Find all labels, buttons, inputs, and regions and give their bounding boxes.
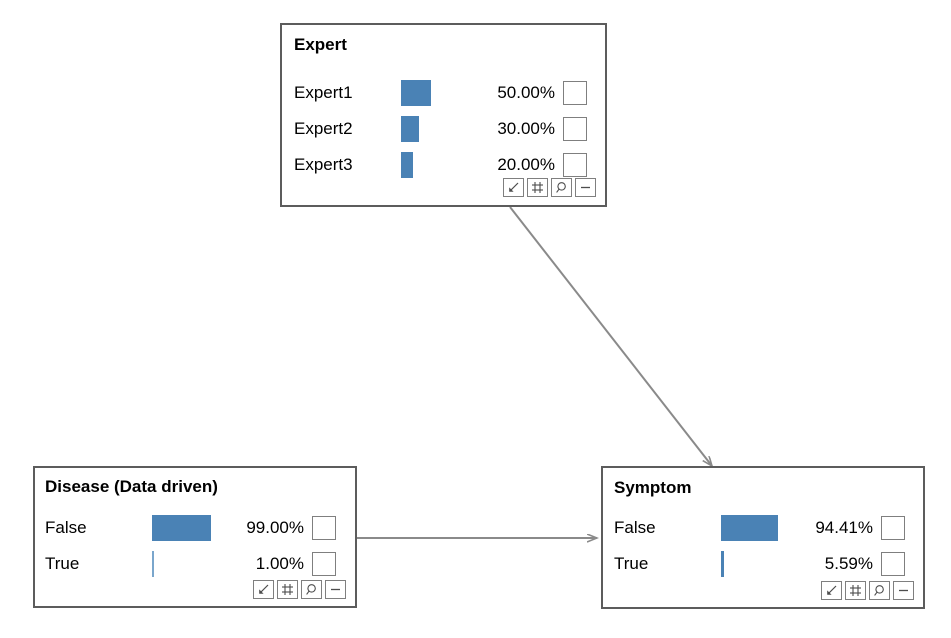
probability-bar-cell [401,152,463,178]
node-toolbar [821,581,914,600]
node-symptom[interactable]: Symptom False 94.41% True 5.59% [601,466,925,609]
probability-bar [152,551,154,577]
probability-bar-cell [152,551,214,577]
grid-table-icon[interactable] [845,581,866,600]
state-label: Expert3 [294,155,353,174]
state-row[interactable]: False 94.41% [614,510,905,546]
minus-icon[interactable] [575,178,596,197]
probability-bar-cell [721,551,783,577]
state-label: True [45,554,80,573]
edge-expert-to-symptom [509,206,712,466]
probability-value: 50.00% [497,83,555,102]
node-title: Disease (Data driven) [45,477,218,496]
state-label: True [614,554,649,573]
state-row[interactable]: Expert3 20.00% [294,147,587,183]
state-checkbox[interactable] [563,81,587,105]
probability-bar [721,551,724,577]
probability-bar [721,515,778,541]
state-checkbox[interactable] [563,153,587,177]
collapse-arrow-icon[interactable] [253,580,274,599]
state-label: False [614,518,656,537]
state-label: Expert2 [294,119,353,138]
probability-value: 99.00% [246,518,304,537]
node-disease[interactable]: Disease (Data driven) False 99.00% True … [33,466,357,608]
probability-value: 30.00% [497,119,555,138]
minus-icon[interactable] [325,580,346,599]
probability-value: 5.59% [824,554,873,573]
probability-bar-cell [152,515,214,541]
state-row[interactable]: Expert1 50.00% [294,75,587,111]
state-checkbox[interactable] [563,117,587,141]
probability-value: 20.00% [497,155,555,174]
state-checkbox[interactable] [881,516,905,540]
magnifier-icon[interactable] [301,580,322,599]
state-row[interactable]: True 1.00% [45,546,336,582]
state-rows: False 99.00% True 1.00% [45,510,336,582]
probability-value: 94.41% [815,518,873,537]
grid-table-icon[interactable] [527,178,548,197]
node-toolbar [503,178,596,197]
grid-table-icon[interactable] [277,580,298,599]
node-title: Symptom [614,478,692,497]
probability-bar [401,80,431,106]
state-rows: Expert1 50.00% Expert2 30.00% Expert3 [294,75,587,183]
probability-bar-cell [401,116,463,142]
node-toolbar [253,580,346,599]
state-checkbox[interactable] [881,552,905,576]
minus-icon[interactable] [893,581,914,600]
state-checkbox[interactable] [312,552,336,576]
probability-bar-cell [721,515,783,541]
state-row[interactable]: Expert2 30.00% [294,111,587,147]
state-checkbox[interactable] [312,516,336,540]
probability-bar [401,116,419,142]
probability-bar [401,152,413,178]
collapse-arrow-icon[interactable] [821,581,842,600]
node-title: Expert [294,35,347,54]
magnifier-icon[interactable] [869,581,890,600]
probability-bar [152,515,211,541]
state-label: False [45,518,87,537]
magnifier-icon[interactable] [551,178,572,197]
state-row[interactable]: True 5.59% [614,546,905,582]
node-expert[interactable]: Expert Expert1 50.00% Expert2 30.00% Exp… [280,23,607,207]
state-row[interactable]: False 99.00% [45,510,336,546]
collapse-arrow-icon[interactable] [503,178,524,197]
probability-value: 1.00% [255,554,304,573]
state-rows: False 94.41% True 5.59% [614,510,905,582]
probability-bar-cell [401,80,463,106]
state-label: Expert1 [294,83,353,102]
